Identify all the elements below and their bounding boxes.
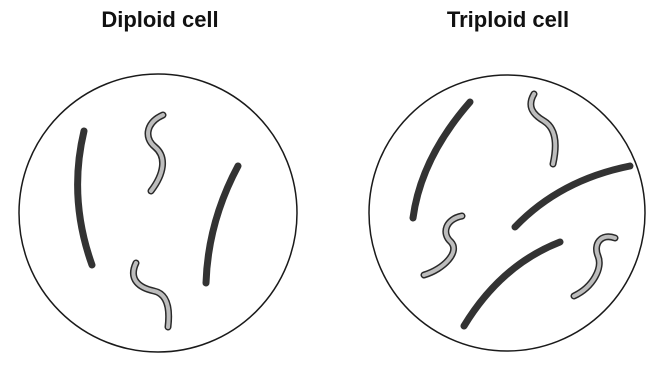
- triploid-cell: [369, 75, 645, 351]
- diploid-cell: [19, 74, 297, 352]
